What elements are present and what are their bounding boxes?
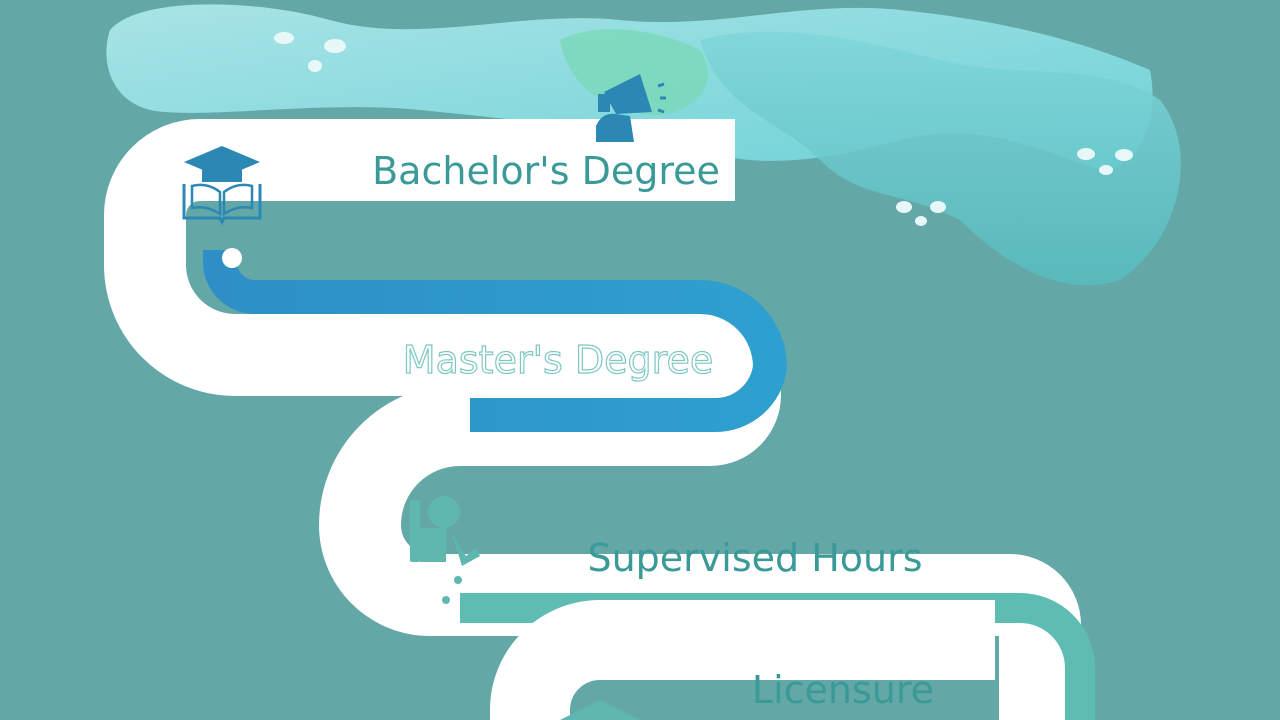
- teal-track: [460, 593, 1095, 720]
- step-label-bachelors: Bachelor's Degree: [372, 149, 720, 193]
- winding-road: [104, 119, 1095, 720]
- blue-track: [203, 245, 787, 433]
- counselor-session-icon: [410, 496, 480, 604]
- step-label-licensure: Licensure: [752, 668, 934, 712]
- megaphone-icon: [596, 74, 666, 142]
- graduation-cap-book-icon: [182, 146, 262, 226]
- step-label-masters: Master's Degree: [403, 338, 713, 382]
- step-label-supervised-hours: Supervised Hours: [587, 536, 922, 580]
- license-badge-icon: [560, 700, 640, 720]
